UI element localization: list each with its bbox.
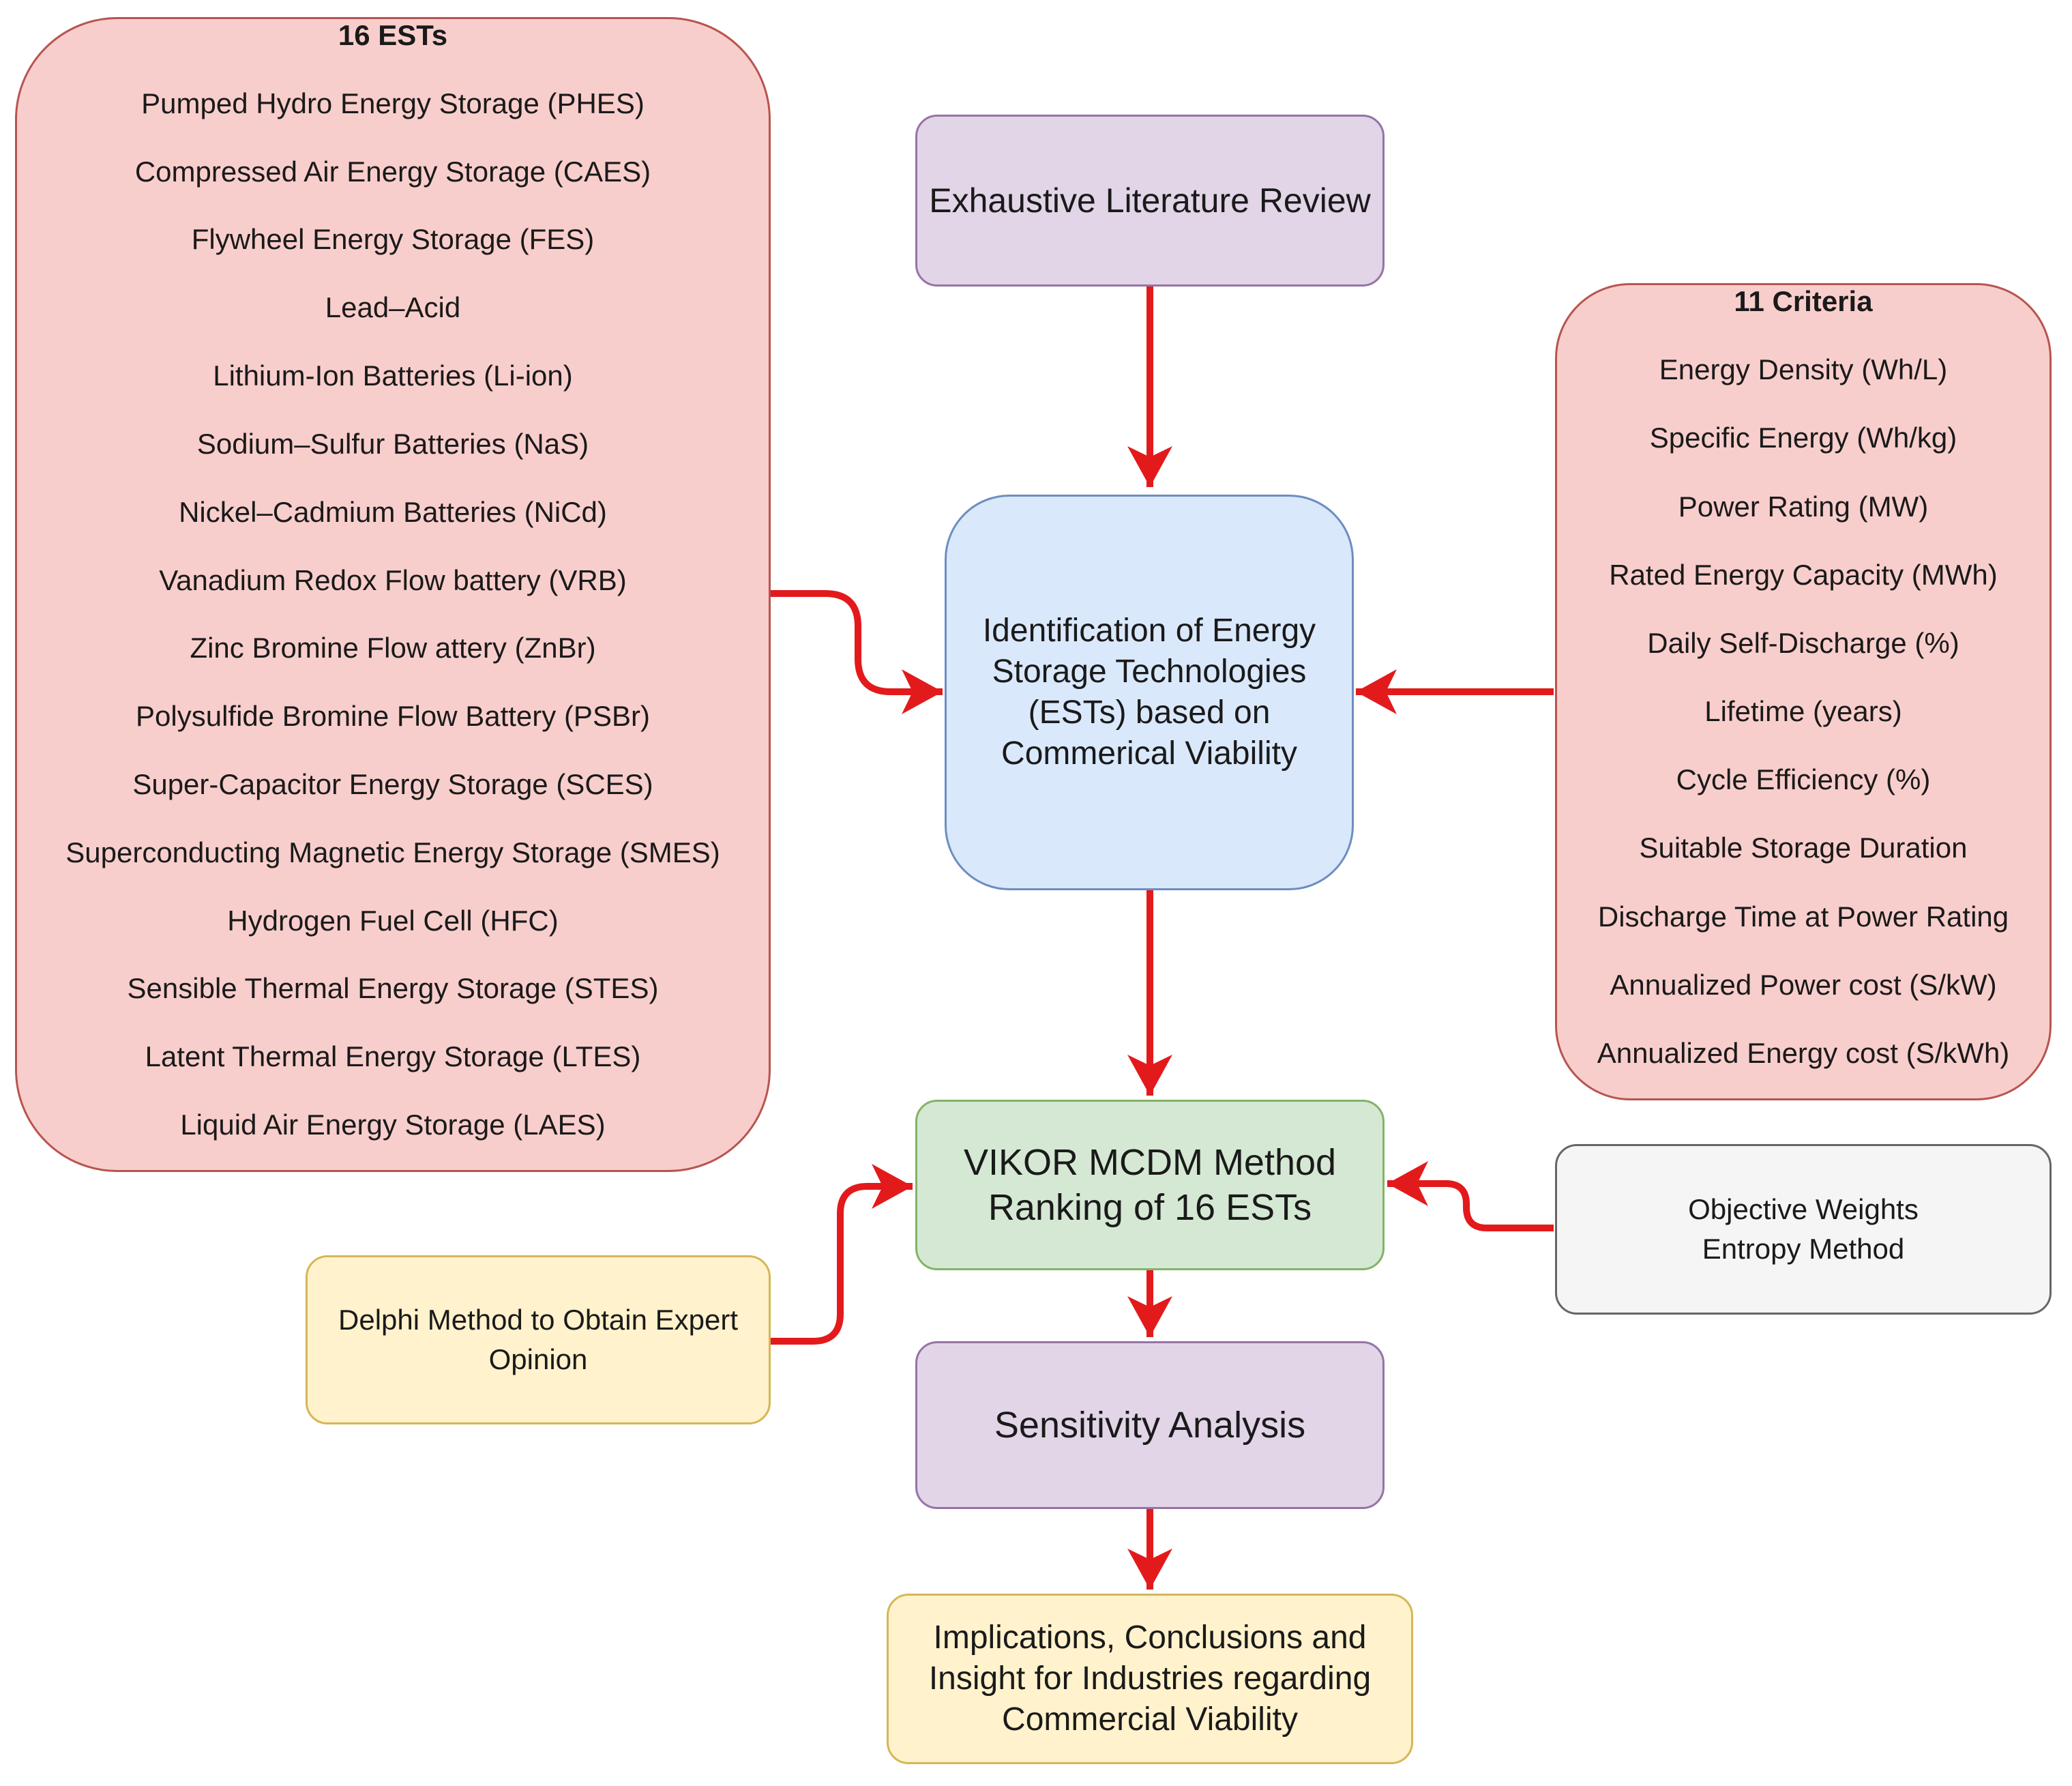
est-item: Pumped Hydro Energy Storage (PHES) <box>141 87 645 119</box>
criterion-item: Annualized Power cost (S/kW) <box>1610 968 1997 1001</box>
implications-line: Insight for Industries regarding <box>928 1660 1372 1697</box>
est-item: Super-Capacitor Energy Storage (SCES) <box>132 767 653 800</box>
criterion-item: Specific Energy (Wh/kg) <box>1649 422 1957 454</box>
vikor-line: VIKOR MCDM Method <box>963 1142 1337 1183</box>
criterion-item: Daily Self-Discharge (%) <box>1647 626 1959 659</box>
weights-line: Entropy Method <box>1702 1233 1905 1265</box>
literature-review-label: Exhaustive Literature Review <box>929 181 1371 220</box>
objective-weights-box: Objective Weights Entropy Method <box>1555 1144 2052 1315</box>
sensitivity-analysis-box: Sensitivity Analysis <box>915 1341 1385 1509</box>
implications-line: Implications, Conclusions and <box>933 1620 1367 1656</box>
est-item: Latent Thermal Energy Storage (LTES) <box>145 1040 641 1073</box>
ests-list-box: 16 ESTs Pumped Hydro Energy Storage (PHE… <box>15 17 771 1172</box>
est-item: Liquid Air Energy Storage (LAES) <box>180 1109 606 1141</box>
implications-box: Implications, Conclusions and Insight fo… <box>887 1594 1413 1764</box>
arrow-weights-to-vikor <box>1387 1161 1554 1231</box>
criterion-item: Rated Energy Capacity (MWh) <box>1609 558 1998 591</box>
est-item: Sensible Thermal Energy Storage (STES) <box>127 972 659 1005</box>
est-item: Lead–Acid <box>325 291 461 324</box>
criterion-item: Lifetime (years) <box>1704 695 1902 728</box>
delphi-line: Delphi Method to Obtain Expert <box>338 1304 738 1336</box>
identification-line: Storage Technologies <box>992 654 1307 690</box>
identification-line: Commerical Viability <box>1001 735 1297 772</box>
est-item: Sodium–Sulfur Batteries (NaS) <box>196 427 589 460</box>
delphi-method-box: Delphi Method to Obtain Expert Opinion <box>306 1255 771 1424</box>
delphi-line: Opinion <box>488 1343 588 1375</box>
est-item: Vanadium Redox Flow battery (VRB) <box>159 563 627 596</box>
criterion-item: Power Rating (MW) <box>1678 490 1929 523</box>
est-item: Hydrogen Fuel Cell (HFC) <box>227 904 559 937</box>
identification-line: (ESTs) based on <box>1028 694 1271 731</box>
arrow-delphi-to-vikor <box>771 1164 913 1345</box>
vikor-method-box: VIKOR MCDM Method Ranking of 16 ESTs <box>915 1100 1385 1270</box>
literature-review-box: Exhaustive Literature Review <box>915 115 1385 287</box>
sensitivity-label: Sensitivity Analysis <box>994 1405 1306 1446</box>
est-item: Nickel–Cadmium Batteries (NiCd) <box>179 495 607 528</box>
est-item: Polysulfide Bromine Flow Battery (PSBr) <box>136 700 650 733</box>
criterion-item: Discharge Time at Power Rating <box>1597 900 2009 933</box>
criteria-list-box: 11 Criteria Energy Density (Wh/L) Specif… <box>1555 283 2052 1100</box>
implications-line: Commercial Viability <box>1002 1701 1298 1738</box>
criterion-item: Annualized Energy cost (S/kWh) <box>1597 1036 2010 1069</box>
criterion-item: Suitable Storage Duration <box>1639 832 1968 864</box>
arrow-ests-to-identification <box>771 590 943 714</box>
criterion-item: Energy Density (Wh/L) <box>1659 353 1948 386</box>
est-item: Flywheel Energy Storage (FES) <box>191 223 595 256</box>
weights-line: Objective Weights <box>1688 1193 1919 1225</box>
identification-box: Identification of Energy Storage Technol… <box>945 495 1354 890</box>
ests-title: 16 ESTs <box>338 19 448 51</box>
vikor-line: Ranking of 16 ESTs <box>988 1187 1312 1228</box>
criterion-item: Cycle Efficiency (%) <box>1676 763 1931 796</box>
est-item: Zinc Bromine Flow attery (ZnBr) <box>190 632 596 664</box>
est-item: Lithium-Ion Batteries (Li-ion) <box>213 360 573 392</box>
est-item: Superconducting Magnetic Energy Storage … <box>65 836 720 868</box>
identification-line: Identification of Energy <box>982 613 1316 649</box>
criteria-title: 11 Criteria <box>1734 285 1873 317</box>
est-item: Compressed Air Energy Storage (CAES) <box>134 155 651 188</box>
